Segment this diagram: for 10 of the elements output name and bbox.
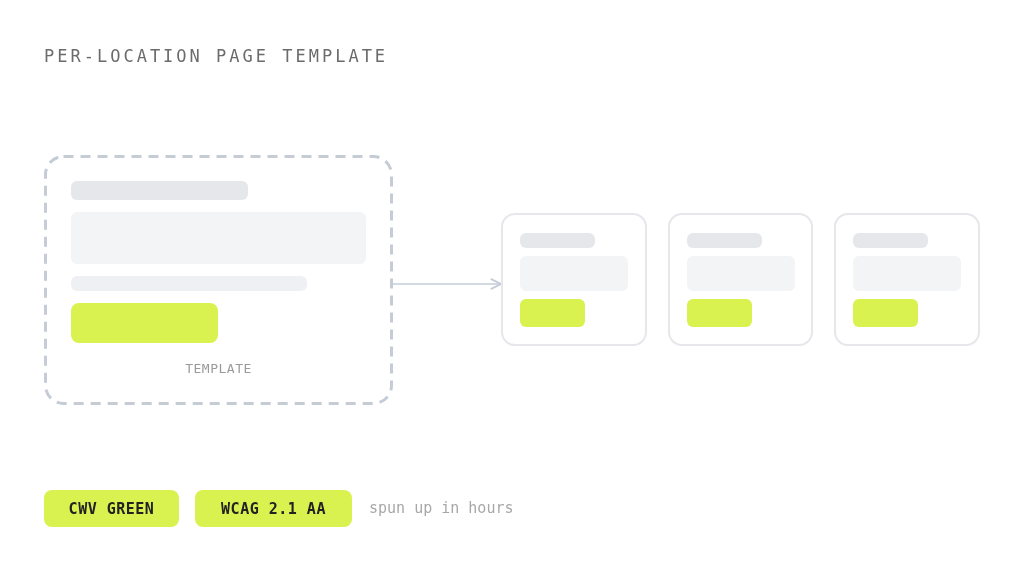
frame-caption: TEMPLATE xyxy=(184,361,253,376)
badge: WCAG 2.1 AA xyxy=(195,490,352,527)
note-text: spun up in hours xyxy=(369,499,514,517)
badge: CWV GREEN xyxy=(44,490,179,527)
page-card xyxy=(501,213,647,346)
page-card xyxy=(834,213,980,346)
page-card xyxy=(668,213,813,346)
arrow xyxy=(392,278,502,290)
template-frame xyxy=(44,155,393,405)
diagram-title: PER-LOCATION PAGE TEMPLATE xyxy=(44,46,389,66)
